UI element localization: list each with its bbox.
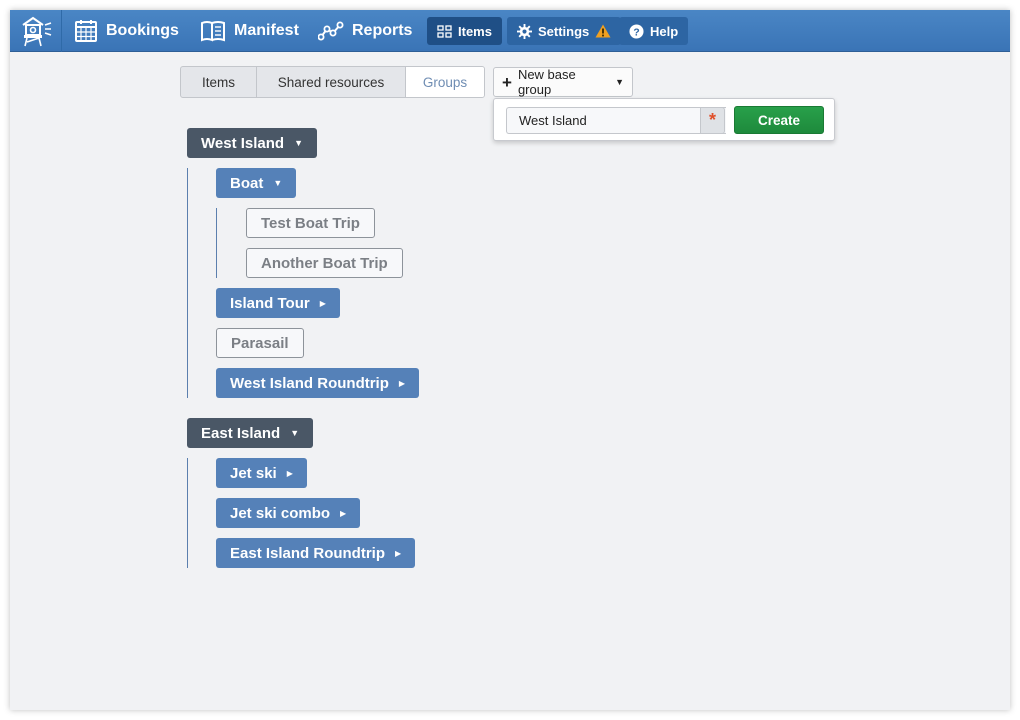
section-tabs: Items Shared resources Groups bbox=[180, 66, 485, 98]
group-label: Boat bbox=[230, 174, 264, 192]
gear-icon bbox=[517, 23, 532, 39]
nav-settings[interactable]: Settings bbox=[507, 17, 622, 45]
nav-help-label: Help bbox=[650, 23, 679, 39]
group-boat[interactable]: Boat ▼ bbox=[216, 168, 297, 198]
base-group-west-island[interactable]: West Island ▼ bbox=[187, 128, 318, 158]
caret-right-icon: ▶ bbox=[398, 378, 406, 388]
tree-connector bbox=[216, 208, 217, 278]
tree-connector bbox=[187, 168, 188, 398]
base-group-label: West Island bbox=[201, 134, 285, 152]
nav-settings-label: Settings bbox=[538, 23, 590, 39]
line-chart-icon bbox=[318, 21, 344, 41]
caret-right-icon: ▶ bbox=[395, 548, 402, 558]
group-label: Jet ski bbox=[230, 464, 277, 482]
group-name-input[interactable] bbox=[506, 107, 726, 134]
help-circle-icon: ? bbox=[629, 23, 644, 39]
caret-right-icon: ▶ bbox=[340, 508, 347, 518]
manifest-book-icon bbox=[201, 21, 225, 42]
nav-help[interactable]: ? Help bbox=[619, 17, 689, 45]
new-group-popover: * Create bbox=[493, 98, 835, 141]
top-navigation-bar: Bookings Manifest Reports bbox=[10, 10, 1010, 52]
nav-items-label: Items bbox=[458, 23, 492, 39]
app-logo[interactable] bbox=[10, 10, 62, 52]
tab-items[interactable]: Items bbox=[181, 67, 257, 97]
group-island-tour[interactable]: Island Tour ▶ bbox=[216, 288, 340, 318]
warning-icon bbox=[595, 24, 611, 38]
create-button[interactable]: Create bbox=[734, 106, 824, 134]
caret-right-icon: ▶ bbox=[286, 468, 293, 478]
item-test-boat-trip[interactable]: Test Boat Trip bbox=[246, 208, 375, 238]
caret-down-icon: ▼ bbox=[294, 138, 304, 148]
lighthouse-logo-icon bbox=[21, 16, 51, 47]
nav-items[interactable]: Items bbox=[427, 17, 502, 45]
new-base-group-button[interactable]: + New base group ▼ bbox=[493, 67, 633, 97]
tree-connector bbox=[187, 458, 188, 568]
group-label: Island Tour bbox=[230, 294, 310, 312]
group-jet-ski[interactable]: Jet ski ▶ bbox=[216, 458, 307, 488]
nav-bookings[interactable]: Bookings bbox=[74, 10, 179, 52]
tab-groups[interactable]: Groups bbox=[406, 67, 484, 97]
group-label: West Island Roundtrip bbox=[230, 374, 389, 392]
nav-bookings-label: Bookings bbox=[106, 22, 179, 39]
nav-reports-label: Reports bbox=[352, 22, 413, 39]
caret-down-icon: ▼ bbox=[290, 428, 300, 438]
group-west-island-roundtrip[interactable]: West Island Roundtrip ▶ bbox=[216, 368, 420, 398]
app-window: Bookings Manifest Reports bbox=[10, 10, 1010, 710]
plus-icon: + bbox=[502, 72, 512, 92]
nav-reports[interactable]: Reports bbox=[318, 10, 412, 52]
base-group-label: East Island bbox=[201, 424, 281, 442]
group-label: East Island Roundtrip bbox=[230, 544, 386, 562]
tab-shared-resources[interactable]: Shared resources bbox=[257, 67, 406, 97]
caret-down-icon: ▼ bbox=[615, 77, 624, 87]
new-base-group-label: New base group bbox=[517, 67, 576, 97]
required-indicator: * bbox=[700, 107, 725, 134]
caret-down-icon: ▼ bbox=[273, 178, 283, 188]
calendar-icon bbox=[75, 20, 97, 42]
group-east-island-roundtrip[interactable]: East Island Roundtrip ▶ bbox=[216, 538, 416, 568]
nav-manifest-label: Manifest bbox=[234, 22, 299, 39]
svg-text:?: ? bbox=[633, 27, 639, 38]
caret-right-icon: ▶ bbox=[319, 298, 326, 308]
item-parasail[interactable]: Parasail bbox=[216, 328, 304, 358]
base-group-east-island[interactable]: East Island ▼ bbox=[187, 418, 314, 448]
grid-icon bbox=[437, 24, 452, 38]
group-jet-ski-combo[interactable]: Jet ski combo ▶ bbox=[216, 498, 361, 528]
nav-manifest[interactable]: Manifest bbox=[200, 10, 299, 52]
group-label: Jet ski combo bbox=[230, 504, 331, 522]
item-another-boat-trip[interactable]: Another Boat Trip bbox=[246, 248, 403, 278]
